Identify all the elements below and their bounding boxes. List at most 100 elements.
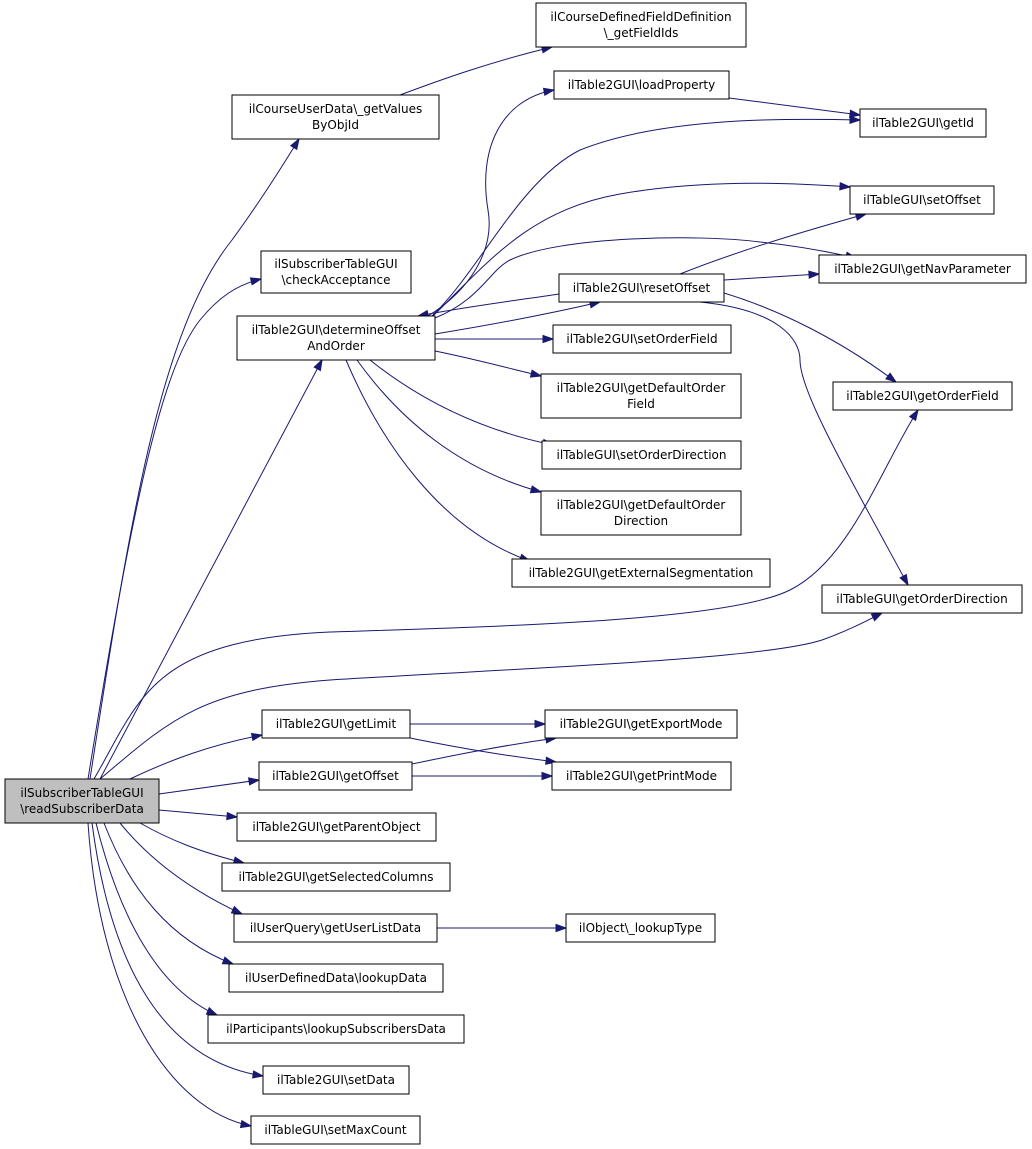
- edge-root-to-n12: [93, 408, 919, 780]
- arrowhead-icon: [541, 771, 554, 781]
- function-node[interactable]: ilSubscriberTableGUI\checkAcceptance: [260, 250, 412, 294]
- node-box: [821, 584, 1023, 614]
- edge-n8-to-n12: [723, 292, 898, 383]
- arrowhead-icon: [250, 732, 264, 742]
- edge-n8-to-n5: [679, 212, 868, 275]
- edge-root-to-n27: [91, 822, 265, 1079]
- node-box: [540, 373, 742, 419]
- edge-n9-to-n4: [431, 115, 862, 317]
- arrowhead-icon: [226, 811, 239, 821]
- edge-n9-to-n10: [435, 334, 555, 344]
- edge-line: [434, 301, 601, 335]
- function-node[interactable]: ilTableGUI\setOrderDirection: [541, 440, 742, 470]
- node-box: [236, 812, 437, 842]
- arrowhead-icon: [808, 270, 821, 279]
- node-label: ilParticipants\lookupSubscribersData: [226, 1022, 446, 1036]
- arrowhead-icon: [849, 115, 862, 124]
- node-box: [535, 2, 747, 48]
- edge-root-to-n26: [95, 822, 219, 1016]
- node-label: ilTable2GUI\getDefaultOrder: [557, 498, 726, 512]
- node-box: [260, 250, 412, 294]
- edge-line: [679, 213, 867, 275]
- function-node[interactable]: ilParticipants\lookupSubscribersData: [207, 1014, 465, 1044]
- edge-line: [158, 809, 238, 818]
- node-label: ilTableGUI\getOrderDirection: [836, 592, 1007, 606]
- function-node[interactable]: ilTable2GUI\getParentObject: [236, 812, 437, 842]
- arrowhead-icon: [529, 369, 543, 378]
- function-node[interactable]: ilTable2GUI\setOrderField: [552, 324, 732, 354]
- node-label: ilTable2GUI\setOrderField: [566, 332, 717, 346]
- node-box: [261, 709, 411, 739]
- function-node[interactable]: ilTableGUI\setMaxCount: [250, 1115, 421, 1145]
- node-label: ilTable2GUI\setData: [277, 1073, 395, 1087]
- node-label: ilCourseUserData\_getValues: [249, 102, 423, 116]
- edge-line: [99, 612, 883, 780]
- arrowhead-icon: [555, 923, 568, 933]
- node-box: [818, 254, 1027, 284]
- function-node[interactable]: ilUserQuery\getUserListData: [233, 913, 438, 943]
- edge-line: [432, 182, 851, 317]
- function-node[interactable]: ilObject\_lookupType: [565, 913, 716, 943]
- function-node[interactable]: ilTable2GUI\setData: [262, 1065, 410, 1095]
- function-node[interactable]: ilTable2GUI\getOffset: [258, 761, 413, 791]
- edge-n9-to-n14: [356, 359, 543, 494]
- edge-line: [434, 237, 857, 319]
- function-node[interactable]: ilTable2GUI\getExportMode: [544, 709, 738, 739]
- node-box: [832, 381, 1013, 411]
- node-label: ilUserDefinedData\lookupData: [245, 971, 427, 985]
- function-node[interactable]: ilTable2GUI\getOrderField: [832, 381, 1013, 411]
- function-node[interactable]: ilTable2GUI\getExternalSegmentation: [511, 558, 771, 588]
- edge-line: [158, 779, 260, 795]
- node-label: ilCourseDefinedFieldDefinition: [550, 10, 731, 24]
- edge-n23-to-n24: [437, 923, 568, 933]
- node-box: [553, 70, 730, 100]
- edge-line: [119, 822, 243, 915]
- function-node[interactable]: ilTable2GUI\getSelectedColumns: [221, 862, 451, 892]
- node-label: \checkAcceptance: [281, 273, 390, 287]
- function-node[interactable]: ilTableGUI\setOffset: [849, 185, 995, 215]
- function-node[interactable]: ilCourseDefinedFieldDefinition\_getField…: [535, 2, 747, 48]
- edge-line: [345, 359, 531, 562]
- node-label: ilTable2GUI\getPrintMode: [566, 769, 717, 783]
- edge-root-to-n22: [139, 822, 246, 865]
- arrowhead-icon: [248, 777, 261, 786]
- arrowhead-icon: [870, 612, 884, 622]
- arrowhead-icon: [249, 277, 263, 286]
- node-label: ilTable2GUI\getLimit: [276, 717, 397, 731]
- function-node[interactable]: ilTable2GUI\resetOffset: [558, 273, 725, 303]
- root-node[interactable]: ilSubscriberTableGUI\readSubscriberData: [4, 778, 160, 824]
- function-node[interactable]: ilTable2GUI\getLimit: [261, 709, 411, 739]
- call-edges: [87, 45, 919, 1129]
- edge-line: [409, 737, 557, 763]
- edge-root-to-n21: [158, 809, 239, 821]
- function-node[interactable]: ilTable2GUI\getId: [859, 108, 987, 138]
- function-node[interactable]: ilTable2GUI\getNavParameter: [818, 254, 1027, 284]
- edge-n9-to-n15: [345, 359, 532, 562]
- node-box: [233, 913, 438, 943]
- edge-line: [89, 138, 300, 780]
- edge-line: [723, 292, 897, 383]
- node-box: [4, 778, 160, 824]
- arrowhead-icon: [313, 358, 323, 372]
- function-node[interactable]: ilUserDefinedData\lookupData: [228, 963, 444, 993]
- function-node[interactable]: ilTableGUI\getOrderDirection: [821, 584, 1023, 614]
- arrowhead-icon: [542, 87, 556, 97]
- edge-n3-to-n4: [728, 97, 862, 118]
- node-label: Direction: [614, 514, 668, 528]
- node-label: ilTable2GUI\getId: [872, 116, 974, 130]
- node-label: ilTable2GUI\getExternalSegmentation: [529, 566, 754, 580]
- node-label: ilTable2GUI\getNavParameter: [834, 262, 1011, 276]
- node-box: [849, 185, 995, 215]
- node-label: ilTableGUI\setOrderDirection: [556, 448, 726, 462]
- edge-line: [87, 822, 252, 1127]
- node-box: [544, 709, 738, 739]
- function-node[interactable]: ilTable2GUI\loadProperty: [553, 70, 730, 100]
- node-label: \readSubscriberData: [20, 802, 144, 816]
- function-node[interactable]: ilTable2GUI\getPrintMode: [551, 761, 732, 791]
- edge-line: [427, 89, 555, 317]
- node-box: [250, 1115, 421, 1145]
